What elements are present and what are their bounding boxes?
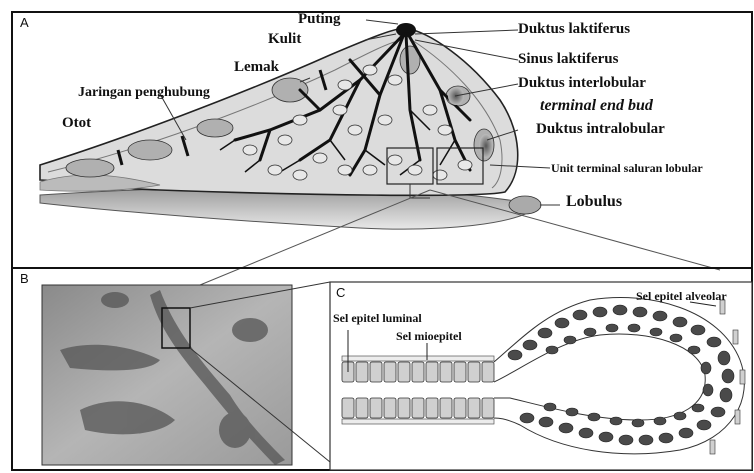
- label-unit-terminal: Unit terminal saluran lobular: [551, 162, 703, 174]
- label-duktus-interlobular: Duktus interlobular: [518, 76, 646, 91]
- luminal-cell-row-top: [342, 362, 494, 382]
- xray-panel: [42, 282, 330, 465]
- label-sinus-laktiferus: Sinus laktiferus: [518, 52, 618, 67]
- label-lemak: Lemak: [234, 60, 279, 75]
- intralobular-duct-region: [479, 134, 493, 158]
- label-terminal-end-bud: terminal end bud: [540, 98, 653, 114]
- panel-label-a: A: [20, 16, 29, 29]
- label-sel-epitel-luminal: Sel epitel luminal: [333, 312, 422, 324]
- label-duktus-intralobular: Duktus intralobular: [536, 122, 665, 137]
- label-sel-mioepitel: Sel mioepitel: [396, 330, 462, 342]
- myoepithelial-row-top: [342, 356, 494, 361]
- label-duktus-laktiferus: Duktus laktiferus: [518, 22, 630, 37]
- label-puting: Puting: [298, 12, 341, 27]
- panel-label-b: B: [20, 272, 29, 285]
- label-jaringan-penghubung: Jaringan penghubung: [78, 86, 210, 100]
- label-lobulus: Lobulus: [566, 194, 622, 210]
- label-sel-epitel-alveolar: Sel epitel alveolar: [636, 290, 727, 302]
- lobulus-blob: [509, 196, 541, 214]
- label-kulit: Kulit: [268, 32, 301, 47]
- label-otot: Otot: [62, 116, 91, 131]
- luminal-cell-row-bottom: [342, 398, 494, 418]
- panel-label-c: C: [336, 286, 345, 299]
